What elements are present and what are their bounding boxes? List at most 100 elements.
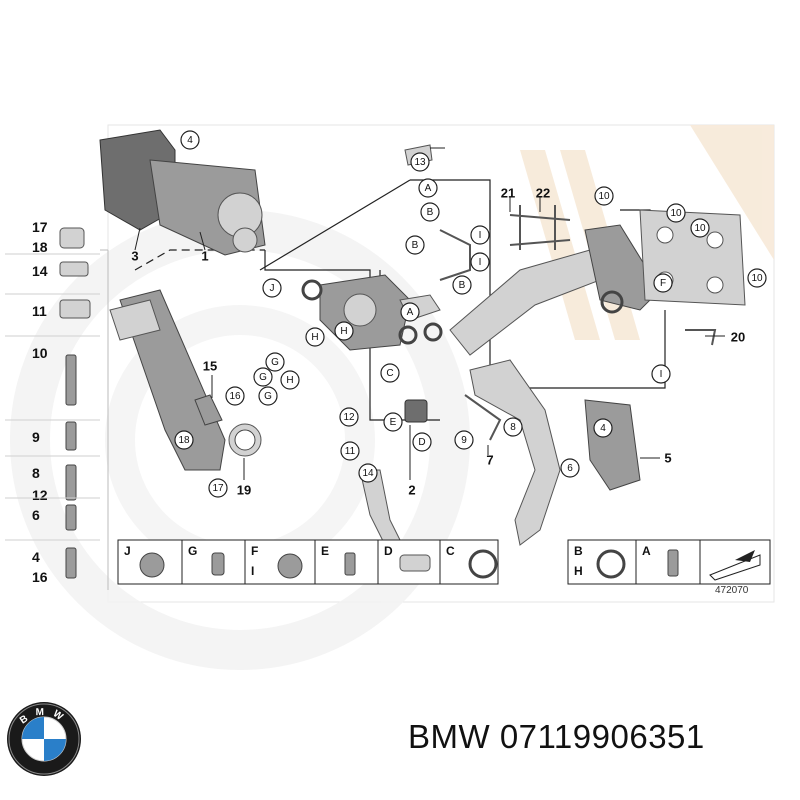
callout-marker: H <box>280 370 300 390</box>
strip-letter: E <box>321 544 329 558</box>
callout-marker: D <box>412 432 432 452</box>
callout-label: 10 <box>670 208 682 219</box>
callout-label: I <box>479 230 482 241</box>
callout-marker: F <box>653 273 673 293</box>
strip-letter: F <box>251 544 258 558</box>
leader-number: 19 <box>237 483 251 498</box>
downpipe <box>469 359 561 546</box>
callout-marker: E <box>383 412 403 432</box>
leader-number: 21 <box>501 186 515 201</box>
callout-label: 10 <box>598 191 610 202</box>
sidebar-number: 14 <box>32 263 48 279</box>
sidebar-number: 18 <box>32 239 48 255</box>
sidebar-number: 6 <box>32 507 40 523</box>
callout-marker: 14 <box>358 463 378 483</box>
strip-letter: A <box>642 544 651 558</box>
strip-letter: J <box>124 544 131 558</box>
callout-marker: 10 <box>747 268 767 288</box>
sidebar-number: 10 <box>32 345 48 361</box>
leader-number: 2 <box>408 483 415 498</box>
sidebar-number: 4 <box>32 549 40 565</box>
callout-label: H <box>340 326 347 337</box>
callout-label: 10 <box>751 273 763 284</box>
callout-label: 9 <box>461 435 467 446</box>
callout-marker: 17 <box>208 478 228 498</box>
strip-letter: C <box>446 544 455 558</box>
callout-marker: I <box>651 364 671 384</box>
sidebar-number: 16 <box>32 569 48 585</box>
callout-label: 16 <box>229 391 241 402</box>
callout-marker: B <box>420 202 440 222</box>
callout-marker: 13 <box>410 152 430 172</box>
parts <box>99 129 746 546</box>
callout-label: G <box>264 391 272 402</box>
callout-label: C <box>386 368 393 379</box>
bmw-logo: BMW <box>7 702 81 776</box>
callout-marker: 10 <box>666 203 686 223</box>
sidebar-number: 8 <box>32 465 40 481</box>
callout-marker: H <box>305 327 325 347</box>
callout-label: 6 <box>567 463 573 474</box>
callout-marker: I <box>470 225 490 245</box>
sidebar-number: 11 <box>32 303 47 319</box>
callout-label: 4 <box>187 135 193 146</box>
callout-label: 11 <box>345 446 356 457</box>
diagram-id-label: 472070 <box>715 585 749 596</box>
callout-marker: C <box>380 363 400 383</box>
callout-label: 12 <box>343 412 355 423</box>
catalytic-converter <box>119 289 226 471</box>
sidebar-number: 17 <box>32 219 48 235</box>
callout-label: H <box>286 375 293 386</box>
callout-label: B <box>459 280 466 291</box>
callout-marker: 9 <box>454 430 474 450</box>
leader-number: 22 <box>536 186 550 201</box>
callout-marker: B <box>405 235 425 255</box>
callout-label: D <box>418 437 425 448</box>
callout-marker: 4 <box>180 130 200 150</box>
callout-label: G <box>259 372 267 383</box>
callout-label: F <box>660 278 666 289</box>
callout-marker: G <box>253 367 273 387</box>
callout-marker: 18 <box>174 430 194 450</box>
leader-lines <box>134 147 725 480</box>
callout-marker: 6 <box>560 458 580 478</box>
callout-label: 18 <box>178 435 190 446</box>
callout-label: G <box>271 357 279 368</box>
callout-label: I <box>479 257 482 268</box>
sidebar-labels: 17 18 14 11 10 9 8 12 6 4 16 <box>5 219 100 585</box>
callout-marker: A <box>418 178 438 198</box>
callout-label: A <box>407 307 414 318</box>
strip-letter: B <box>574 544 583 558</box>
callout-marker: 8 <box>503 417 523 437</box>
callout-label: 4 <box>600 423 606 434</box>
callout-label: 14 <box>362 468 374 479</box>
callout-marker: 12 <box>339 407 359 427</box>
leader-number: 20 <box>731 330 745 345</box>
callout-label: J <box>270 283 275 294</box>
callout-marker: G <box>258 386 278 406</box>
callout-marker: H <box>334 321 354 341</box>
leader-number: 3 <box>131 249 138 264</box>
callout-label: 13 <box>414 157 426 168</box>
sidebar-number: 9 <box>32 429 40 445</box>
callout-label: 17 <box>212 483 224 494</box>
callout-marker: 10 <box>690 218 710 238</box>
sidebar: 17 18 14 11 10 9 8 12 6 4 16 <box>5 219 109 590</box>
callout-marker: 11 <box>340 441 360 461</box>
strip-letter: D <box>384 544 393 558</box>
callout-marker: I <box>470 252 490 272</box>
strip-letter: I <box>251 564 254 578</box>
leader-number: 1 <box>201 249 208 264</box>
callout-label: I <box>660 369 663 380</box>
callout-marker: A <box>400 302 420 322</box>
callout-marker: 4 <box>593 418 613 438</box>
callout-label: B <box>412 240 419 251</box>
callout-marker: G <box>265 352 285 372</box>
callout-label: A <box>425 183 432 194</box>
callout-label: E <box>390 417 397 428</box>
sidebar-number: 12 <box>32 487 48 503</box>
strip-letter: G <box>188 544 197 558</box>
